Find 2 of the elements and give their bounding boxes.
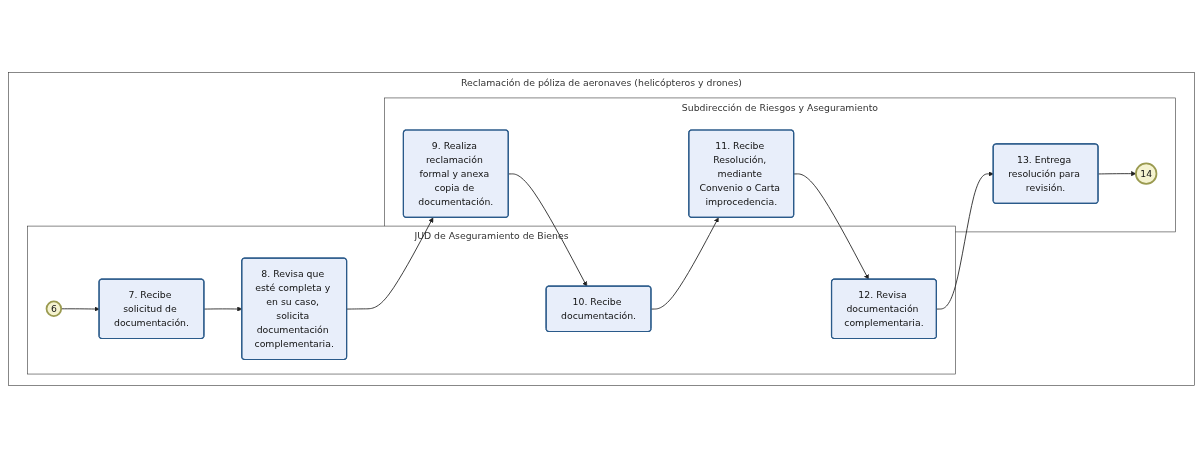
node-circle: 6 <box>45 300 63 317</box>
node-circle: 14 <box>1135 162 1158 185</box>
